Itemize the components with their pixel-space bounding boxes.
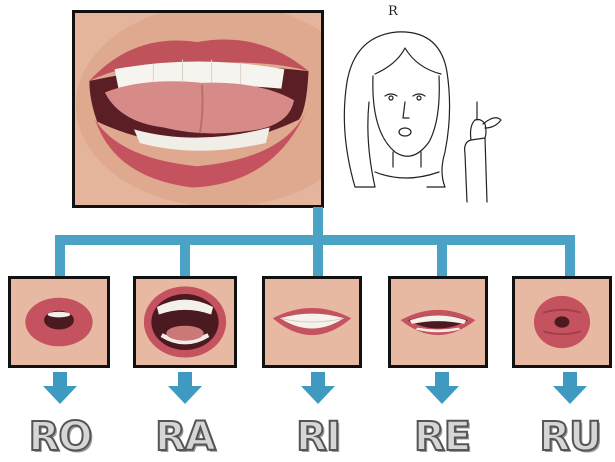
mouth-photo-ri [262, 276, 362, 368]
connector-lines [55, 207, 575, 279]
smiling-teeth-icon [265, 279, 359, 365]
arrow-ru [553, 372, 587, 404]
arrow-ri [301, 372, 335, 404]
mouth-photo-ru [512, 276, 612, 368]
syllable-ra: RA [140, 414, 230, 460]
syllable-ru: RU [525, 414, 615, 460]
arrow-re [425, 372, 459, 404]
mouth-photo-ra [133, 276, 237, 368]
syllable-ri: RI [273, 414, 363, 460]
mouth-photo-ro [8, 276, 110, 368]
puckered-lips-icon [515, 279, 609, 365]
syllable-re: RE [397, 414, 487, 460]
half-open-smile-icon [391, 279, 485, 365]
arrow-ro [43, 372, 77, 404]
rounded-lips-icon [11, 279, 107, 365]
mouth-photo-re [388, 276, 488, 368]
wide-open-mouth-icon [136, 279, 234, 365]
down-arrows [43, 372, 587, 404]
arrow-ra [168, 372, 202, 404]
syllable-ro: RO [15, 414, 105, 460]
